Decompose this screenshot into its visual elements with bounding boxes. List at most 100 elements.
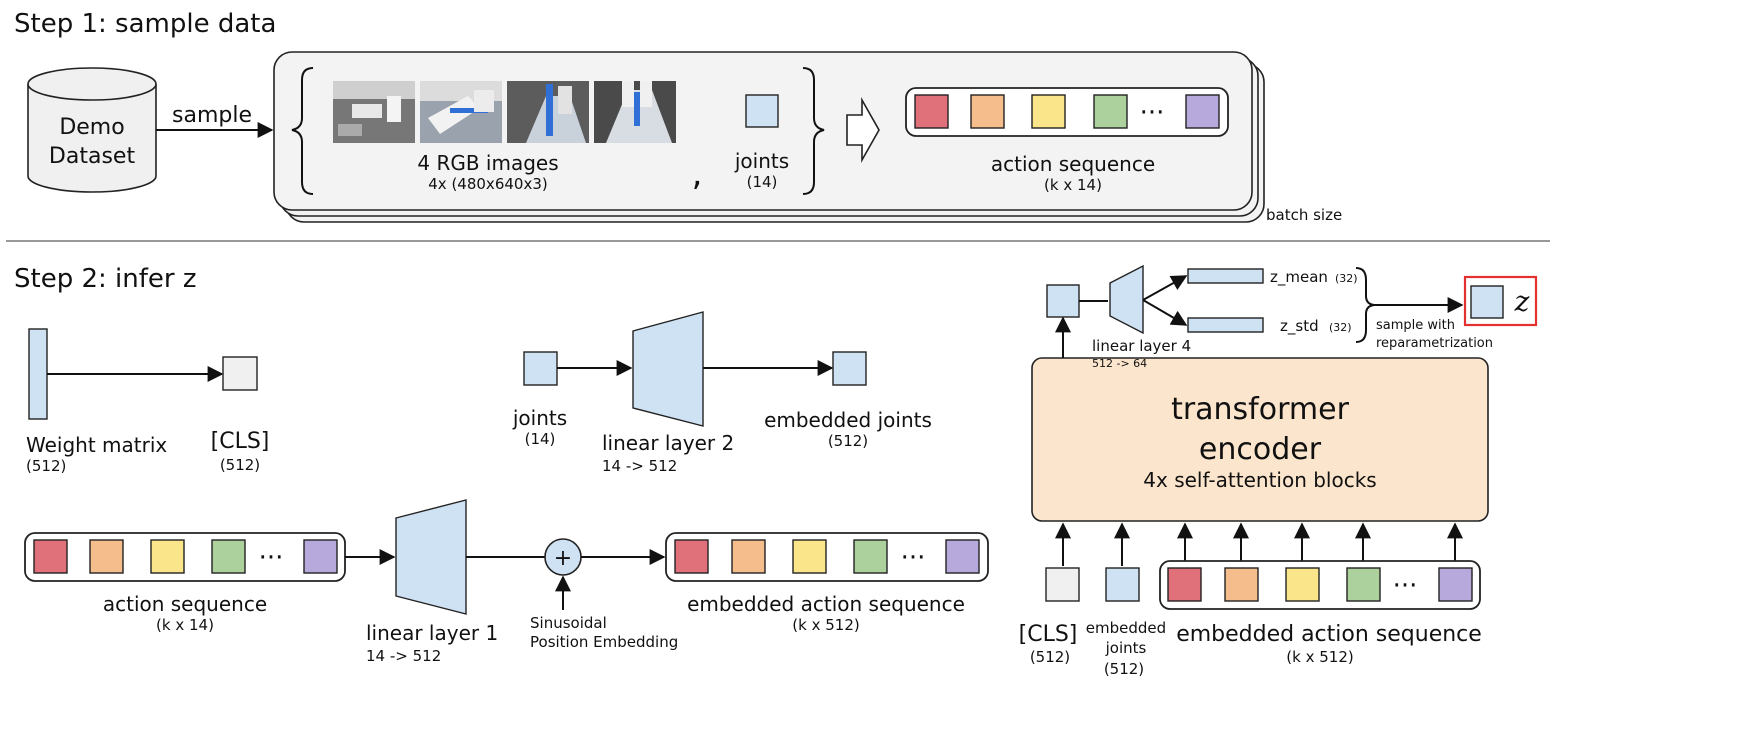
z-std-sub: (32) [1329, 321, 1352, 334]
bottom-cls-label: [CLS] [1019, 622, 1078, 647]
step1-action-seq-label: action sequence [991, 152, 1155, 176]
cls-sub: (512) [220, 456, 260, 474]
step1-title: Step 1: sample data [14, 9, 276, 39]
batch-size-label: batch size [1266, 206, 1342, 224]
linear4-label: linear layer 4 [1092, 337, 1191, 355]
bottom-action-label: embedded action sequence [1176, 622, 1482, 647]
pos-emb-label-2: Position Embedding [530, 633, 678, 651]
bottom-action-token-5 [1438, 567, 1473, 602]
linear1-sub: 14 -> 512 [366, 647, 441, 665]
embedded-action-ellipsis: ··· [901, 543, 926, 573]
bottom-action-token-3 [1285, 567, 1320, 602]
right-brace [802, 67, 825, 195]
bottom-action-ellipsis: ··· [1393, 571, 1418, 601]
z-params-brace [1355, 267, 1375, 343]
linear2-sub: 14 -> 512 [602, 457, 677, 475]
step2-action-token-2 [89, 539, 124, 574]
images-sub: 4x (480x640x3) [428, 175, 547, 193]
encoder-sub: 4x self-attention blocks [1143, 468, 1376, 492]
step2-joints-sub: (14) [525, 430, 556, 448]
weight-matrix-sub: (512) [26, 457, 66, 475]
weight-matrix-bar [28, 328, 48, 420]
linear4-sub: 512 -> 64 [1092, 357, 1147, 370]
step2-action-ellipsis: ··· [259, 543, 284, 573]
rgb-image-1 [333, 81, 415, 143]
z-mean-bar [1187, 268, 1264, 284]
comma-separator: , [692, 154, 703, 194]
rgb-image-3 [507, 81, 589, 143]
z-std-label: z_std [1280, 317, 1319, 336]
linear-layer-4-trapezoid [1109, 264, 1144, 335]
step1-action-token-4 [1093, 94, 1128, 129]
plus-symbol: + [554, 546, 572, 571]
step1-action-ellipsis: ··· [1140, 98, 1165, 128]
embedded-action-label: embedded action sequence [687, 592, 965, 616]
encoder-label-1: transformer [1171, 392, 1350, 427]
encoder-output-square [1046, 284, 1080, 318]
embedded-action-token-3 [792, 539, 827, 574]
bottom-action-sequence-box [1159, 560, 1481, 610]
images-label: 4 RGB images [417, 151, 558, 175]
linear4-to-zmean-arrow [1142, 275, 1188, 301]
bottom-cls-square [1045, 567, 1080, 602]
embedded-action-sub: (k x 512) [792, 616, 859, 634]
step2-title: Step 2: infer z [14, 264, 196, 294]
sample-label-1: sample with [1376, 318, 1455, 333]
sample-label-2: reparametrization [1376, 336, 1493, 351]
bottom-cls-sub: (512) [1030, 648, 1070, 666]
bottom-joints-sub: (512) [1104, 660, 1144, 678]
z-std-bar [1187, 317, 1264, 333]
embedded-action-token-4 [853, 539, 888, 574]
step2-action-sequence-box [24, 532, 346, 582]
bottom-action-token-4 [1346, 567, 1381, 602]
hollow-implies-arrow [846, 96, 880, 164]
bottom-joints-square [1105, 567, 1140, 602]
pos-emb-label-1: Sinusoidal [530, 614, 607, 632]
transformer-encoder-block [1031, 357, 1489, 522]
bottom-action-sub: (k x 512) [1286, 648, 1353, 666]
step1-action-token-1 [914, 94, 949, 129]
sample-label: sample [172, 103, 252, 128]
linear-layer-1-trapezoid [395, 499, 467, 615]
step1-joints-sub: (14) [747, 173, 778, 191]
step2-action-token-1 [33, 539, 68, 574]
linear-layer-2-trapezoid [632, 311, 704, 427]
step2-action-token-3 [150, 539, 185, 574]
linear2-label: linear layer 2 [602, 431, 734, 455]
bottom-joints-label-1: embedded [1086, 619, 1166, 637]
step1-action-sequence-box [905, 87, 1229, 137]
step1-joints-label: joints [734, 149, 789, 173]
bottom-action-token-1 [1167, 567, 1202, 602]
step2-action-seq-sub: (k x 14) [156, 616, 214, 634]
embedded-joints-square [832, 351, 867, 386]
step2-joints-label: joints [512, 406, 567, 430]
step1-action-token-2 [970, 94, 1005, 129]
z-mean-sub: (32) [1335, 272, 1358, 285]
step1-action-seq-sub: (k x 14) [1044, 176, 1102, 194]
rgb-image-4 [594, 81, 676, 143]
dataset-label-line2: Dataset [49, 144, 136, 169]
weight-matrix-label: Weight matrix [26, 433, 167, 457]
z-mean-label: z_mean [1270, 268, 1328, 287]
step2-action-token-4 [211, 539, 246, 574]
embedded-action-token-1 [674, 539, 709, 574]
z-symbol: z [1514, 285, 1530, 318]
bottom-joints-label-2: joints [1105, 639, 1147, 657]
embedded-joints-sub: (512) [828, 432, 868, 450]
embedded-action-token-5 [945, 539, 980, 574]
step2-action-token-5 [303, 539, 338, 574]
left-brace [291, 67, 314, 195]
embedded-action-token-2 [731, 539, 766, 574]
embedded-joints-label: embedded joints [764, 408, 932, 432]
linear1-label: linear layer 1 [366, 621, 498, 645]
z-square [1470, 285, 1504, 319]
dataset-label-line1: Demo [59, 115, 124, 140]
embedded-action-sequence-box [665, 532, 989, 582]
rgb-image-2 [420, 81, 502, 143]
step2-joints-square [523, 351, 558, 386]
bottom-action-token-2 [1224, 567, 1259, 602]
cls-square [222, 356, 258, 391]
demo-dataset-cylinder [27, 67, 157, 193]
step2-action-seq-label: action sequence [103, 592, 267, 616]
